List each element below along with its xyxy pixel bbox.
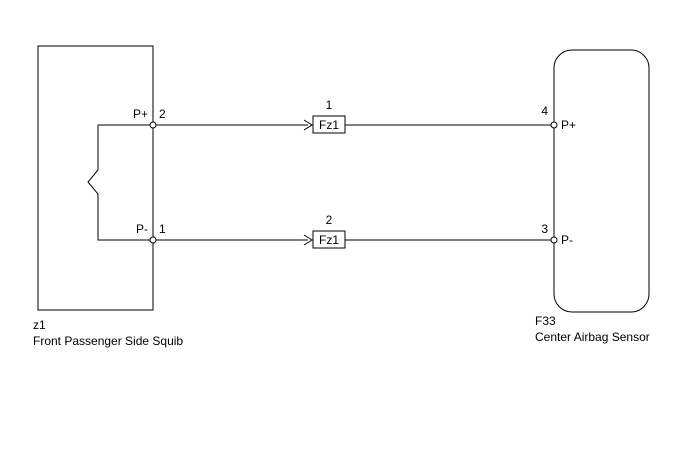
connector-name-bottom: Fz1 [319, 233, 339, 247]
right-pin-number-3: 3 [541, 222, 548, 236]
terminal-right-p-plus [550, 121, 558, 129]
terminal-right-p-minus [550, 236, 558, 244]
right-component-code: F33 [535, 314, 556, 328]
squib-component-box [37, 45, 154, 311]
terminal-left-p-plus [149, 121, 157, 129]
right-pin-label-p-minus: P- [561, 233, 573, 247]
left-component-code: z1 [33, 318, 46, 332]
right-pin-number-4: 4 [541, 104, 548, 118]
squib-element-icon [87, 124, 153, 241]
left-component-name: Front Passenger Side Squib [33, 334, 183, 348]
left-pin-number-1: 1 [159, 222, 166, 236]
connector-pin-number-bottom: 2 [326, 213, 333, 227]
connector-arrow-icon [303, 119, 313, 131]
terminal-left-p-minus [149, 236, 157, 244]
right-component-name: Center Airbag Sensor [535, 330, 650, 344]
left-pin-number-2: 2 [159, 107, 166, 121]
right-pin-label-p-plus: P+ [561, 118, 576, 132]
connector-pin-number-top: 1 [326, 98, 333, 112]
left-pin-label-p-plus: P+ [133, 107, 148, 121]
airbag-sensor-component-box [553, 49, 650, 313]
left-pin-label-p-minus: P- [136, 222, 148, 236]
connector-arrow-icon [303, 234, 313, 246]
connector-name-top: Fz1 [319, 118, 339, 132]
